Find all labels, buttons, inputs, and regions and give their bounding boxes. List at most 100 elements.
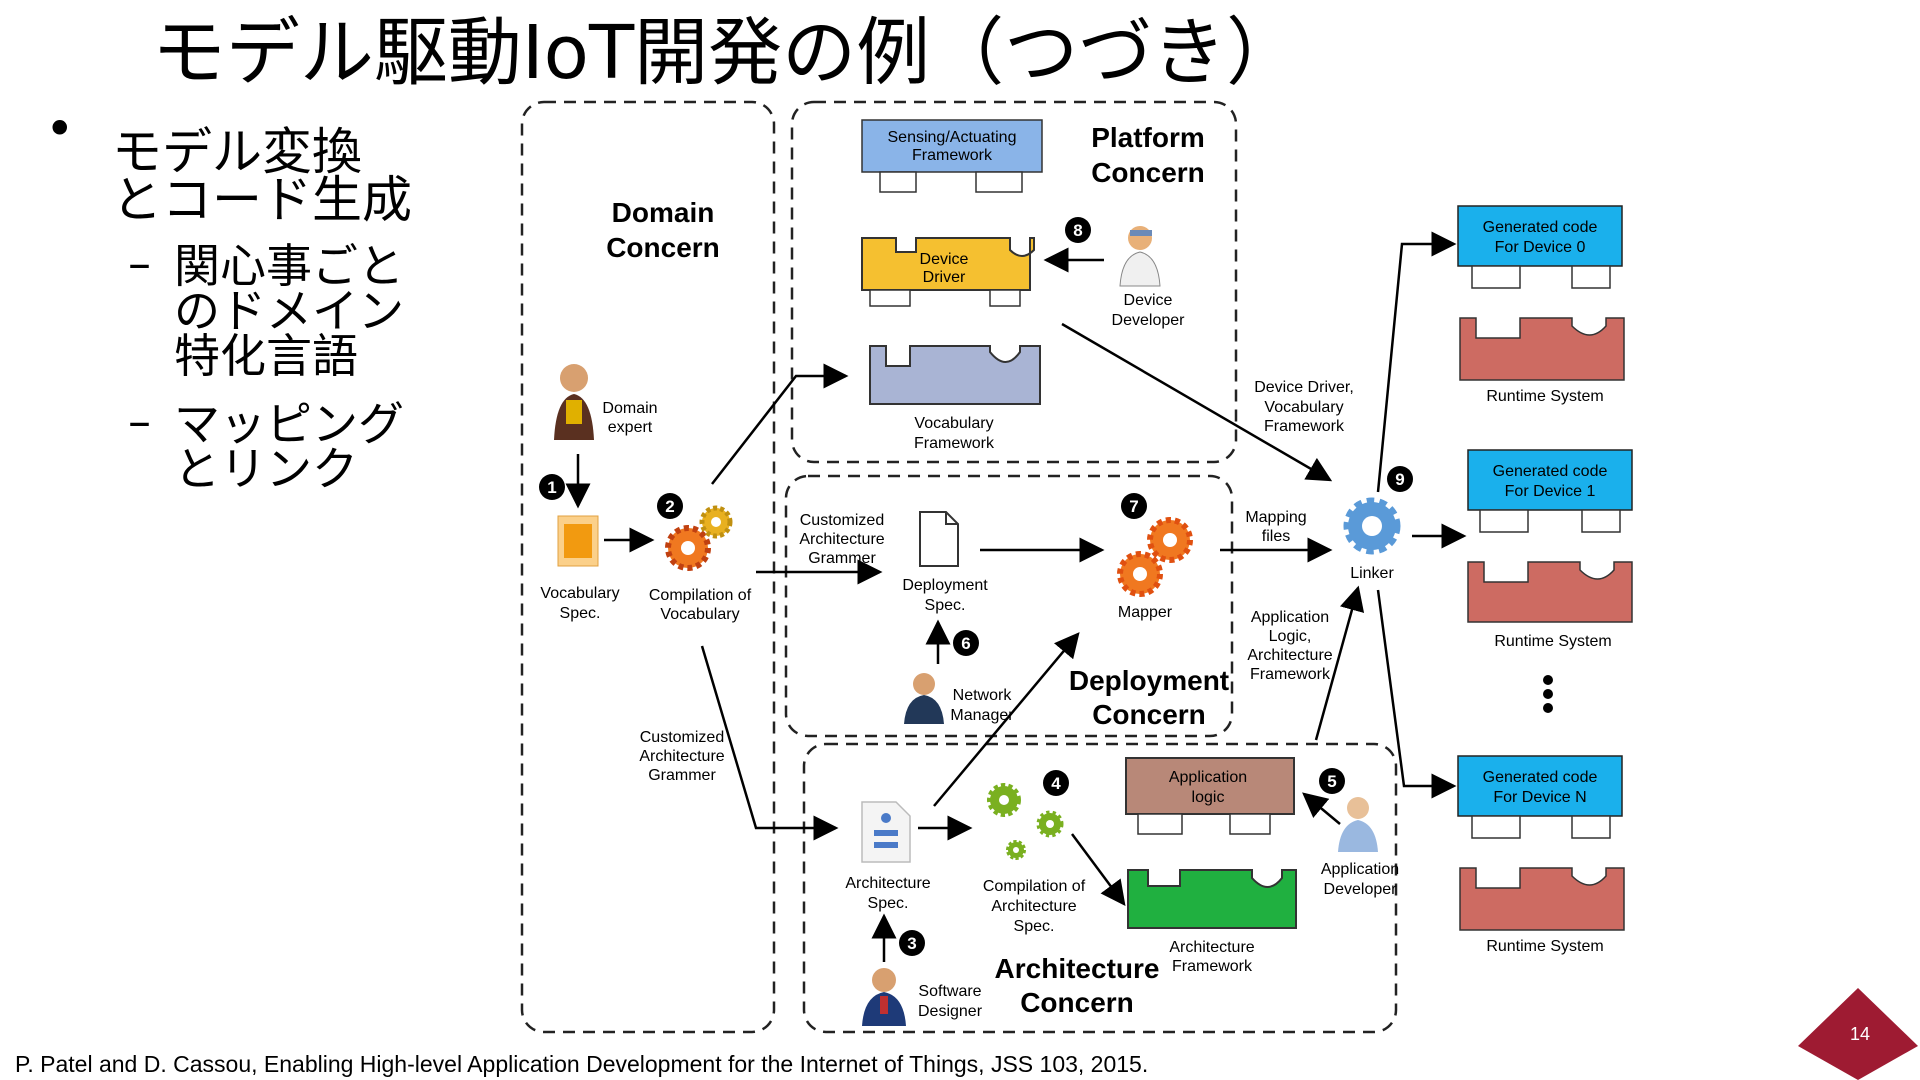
deployment-spec-label-1: Deployment xyxy=(902,577,988,594)
linker-label: Linker xyxy=(1350,565,1394,582)
gen-code-n-label-2: For Device N xyxy=(1493,789,1586,806)
compilation-arch-gear-icon xyxy=(987,783,1064,860)
application-logic-block xyxy=(1125,757,1295,835)
step-6-badge xyxy=(953,630,979,656)
step-2-number: 2 xyxy=(665,497,674,516)
domain-concern-label-1: Domain xyxy=(612,197,715,228)
bullet-line-2: とコード生成 xyxy=(112,171,412,229)
device-developer-label-1: Device xyxy=(1124,292,1173,309)
platform-concern-box xyxy=(790,100,1238,464)
step-7-number: 7 xyxy=(1129,497,1138,516)
edge-dd-vocab-line-3: Framework xyxy=(1264,418,1345,435)
deployment-spec-label-2: Spec. xyxy=(925,597,966,614)
step-4-number: 4 xyxy=(1051,774,1061,793)
deployment-concern-label-1: Deployment xyxy=(1069,665,1229,696)
arrow-appdev-to-applogic xyxy=(1302,792,1341,825)
runtime-n-label: Runtime System xyxy=(1486,938,1603,955)
sub2-line-1: マッピング xyxy=(174,397,404,451)
page-number-badge xyxy=(1798,988,1918,1080)
runtime-1-label: Runtime System xyxy=(1494,633,1611,650)
edge-app-logic-line-3: Architecture xyxy=(1247,647,1332,664)
platform-concern-label-2: Concern xyxy=(1091,157,1205,188)
device-driver-label-1: Device xyxy=(920,251,969,268)
software-designer-label-2: Designer xyxy=(918,1003,983,1020)
arrow-compile-to-arch-framework xyxy=(1070,833,1126,907)
vocab-framework-label-2: Framework xyxy=(914,435,995,452)
compilation-arch-label-3: Spec. xyxy=(1014,918,1055,935)
software-designer-label-1: Software xyxy=(918,983,981,1000)
more-devices-ellipsis xyxy=(1543,675,1553,713)
dash-marker-2: – xyxy=(128,394,151,448)
architecture-spec-label-1: Architecture xyxy=(845,875,930,892)
edge-dd-vocab-line-1: Device Driver, xyxy=(1254,379,1354,396)
runtime-0-label: Runtime System xyxy=(1486,388,1603,405)
gen-code-1-label-2: For Device 1 xyxy=(1505,483,1596,500)
device-driver-label-2: Driver xyxy=(923,269,966,286)
gen-code-1-label-1: Generated code xyxy=(1493,463,1608,480)
gen-code-0-label-1: Generated code xyxy=(1483,219,1598,236)
generated-code-device0-block xyxy=(1457,205,1623,289)
arrow-compile-to-architecture-spec xyxy=(700,645,839,841)
sub1-line-3: 特化言語 xyxy=(174,329,358,383)
sub1-line-2: のドメイン xyxy=(174,284,404,338)
architecture-spec-label-2: Spec. xyxy=(868,895,909,912)
network-manager-label-1: Network xyxy=(953,687,1013,704)
step-9-badge xyxy=(1387,466,1413,492)
bullet-marker: • xyxy=(45,100,75,158)
custom-grammar-2-line-2: Architecture xyxy=(639,748,724,765)
runtime-system-1-block xyxy=(1467,561,1633,623)
generated-code-deviceN-block xyxy=(1457,755,1623,839)
vocab-spec-label-2: Spec. xyxy=(560,605,601,622)
sub2-line-2: とリンク xyxy=(174,442,358,496)
sensing-framework-block xyxy=(861,119,1043,193)
step-1-number: 1 xyxy=(547,478,556,497)
app-developer-label-2: Developer xyxy=(1324,881,1398,898)
arch-framework-label-2: Framework xyxy=(1172,958,1253,975)
architecture-concern-label-2: Concern xyxy=(1020,987,1134,1018)
architecture-concern-box xyxy=(802,742,1398,1034)
citation: P. Patel and D. Cassou, Enabling High-le… xyxy=(15,1051,1149,1077)
edge-app-logic-line-4: Framework xyxy=(1250,666,1331,683)
compilation-gear-icon xyxy=(665,505,733,571)
slide-title: モデル駆動IoT開発の例（つづき） xyxy=(151,10,1301,96)
arrow-linker-to-device0 xyxy=(1376,231,1457,493)
mapper-label: Mapper xyxy=(1118,604,1173,621)
custom-grammar-2-line-1: Customized xyxy=(640,729,724,746)
edge-mapping-line-2: files xyxy=(1262,528,1290,545)
step-5-number: 5 xyxy=(1327,772,1336,791)
app-logic-label-1: Application xyxy=(1169,769,1247,786)
device-developer-label-2: Developer xyxy=(1112,312,1186,329)
vocab-spec-label-1: Vocabulary xyxy=(540,585,619,602)
domain-expert-label-1: Domain xyxy=(602,400,657,417)
step-4-badge xyxy=(1043,770,1069,796)
dash-marker-1: – xyxy=(128,236,151,290)
arrow-driver-to-linker xyxy=(1061,322,1333,482)
architecture-framework-block xyxy=(1127,869,1297,929)
bullet-line-1: モデル変換 xyxy=(112,123,362,181)
custom-grammar-2-line-3: Grammer xyxy=(648,767,716,784)
compilation-vocab-label-2: Vocabulary xyxy=(660,606,739,623)
step-2-badge xyxy=(657,493,683,519)
network-manager-icon xyxy=(904,673,944,724)
custom-grammar-1-line-2: Architecture xyxy=(799,531,884,548)
step-9-number: 9 xyxy=(1395,470,1404,489)
network-manager-label-2: Manager xyxy=(950,707,1014,724)
step-3-number: 3 xyxy=(907,934,916,953)
sub1-line-1: 関心事ごと xyxy=(174,239,404,293)
edge-dd-vocab-line-2: Vocabulary xyxy=(1264,399,1343,416)
mapper-gear-icon xyxy=(1117,517,1193,597)
custom-grammar-1-line-1: Customized xyxy=(800,512,884,529)
device-driver-block xyxy=(861,237,1035,307)
sensing-label-2: Framework xyxy=(912,147,993,164)
sensing-label-1: Sensing/Actuating xyxy=(888,129,1017,146)
linker-gear-icon xyxy=(1343,497,1401,555)
architecture-concern-label-1: Architecture xyxy=(995,953,1160,984)
device-developer-icon xyxy=(1119,226,1161,287)
runtime-system-n-block xyxy=(1459,867,1625,931)
deployment-concern-box xyxy=(784,474,1234,738)
domain-expert-label-2: expert xyxy=(608,419,653,436)
application-developer-icon xyxy=(1338,797,1378,852)
edge-app-logic-line-1: Application xyxy=(1251,609,1329,626)
step-8-badge xyxy=(1065,217,1091,243)
arrow-app-logic-to-linker xyxy=(1314,585,1365,741)
